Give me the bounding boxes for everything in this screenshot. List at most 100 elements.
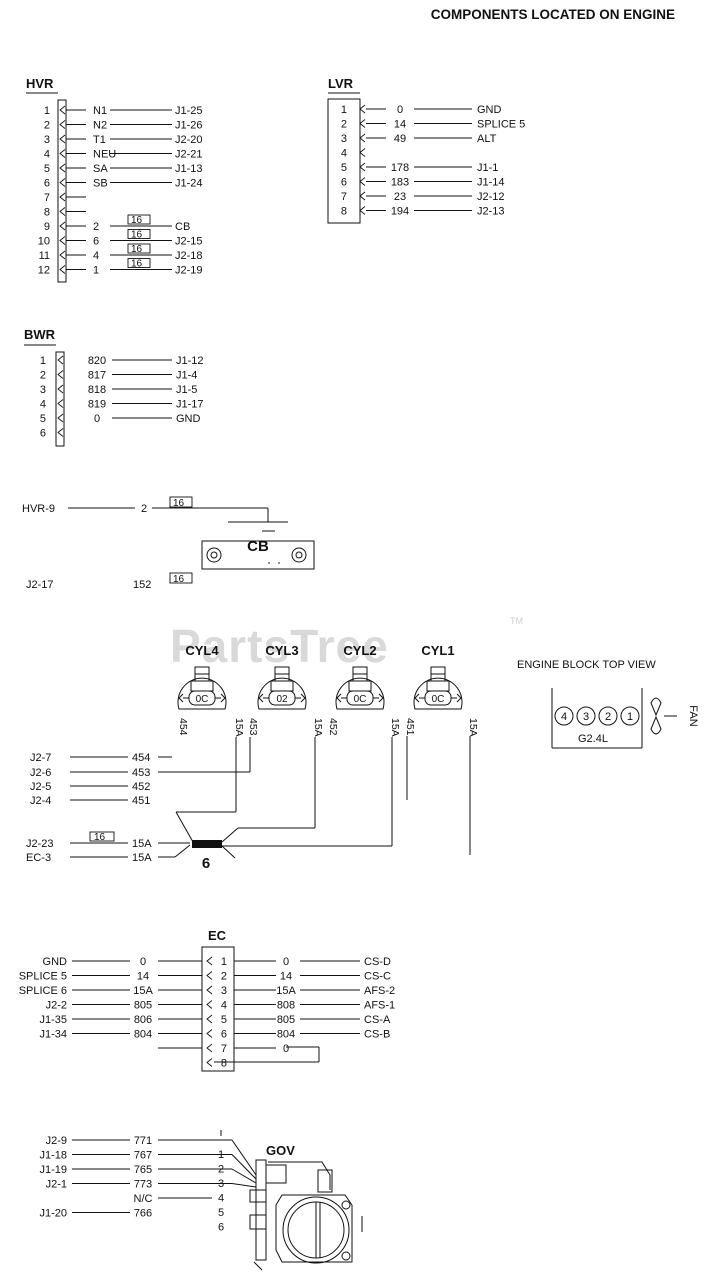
pin-terminal-icon (57, 370, 64, 379)
hvr-gauge-label: 16 (131, 244, 143, 255)
hvr-destination: J1-25 (175, 105, 203, 117)
engine-cylinder-number: 4 (561, 711, 567, 723)
engine-cylinder-icon (554, 706, 574, 726)
cb-terminal-left (206, 547, 222, 563)
lvr-destination: J1-14 (477, 177, 505, 189)
watermark: PartsTree (170, 620, 389, 672)
coil-ref-label: J2-6 (30, 767, 51, 779)
gov-wire-label: 765 (134, 1164, 152, 1176)
lvr-pin-number: 4 (341, 148, 347, 160)
gov-ref-label: J1-18 (39, 1150, 67, 1162)
bwr-destination: J1-12 (176, 355, 204, 367)
lvr-destination: ALT (477, 133, 497, 145)
ec-right-ref: CS-C (364, 971, 391, 983)
pin-terminal-icon (59, 149, 66, 158)
pin-terminal-icon (59, 134, 66, 144)
pin-terminal-icon (59, 105, 66, 115)
hvr-pin-number: 11 (39, 250, 50, 262)
pin-terminal-icon (359, 104, 366, 114)
ec-right-ref: CS-B (364, 1029, 390, 1041)
coil-ref-wire: 454 (132, 752, 150, 764)
ec-right-ref: CS-D (364, 956, 391, 968)
ec-pin-number: 8 (221, 1058, 227, 1070)
pin-terminal-icon (359, 206, 366, 215)
pin-terminal-icon (206, 971, 213, 980)
bwr-destination: GND (176, 413, 201, 425)
lvr-wire-label: 23 (394, 191, 406, 203)
ec-left-wire: 804 (134, 1029, 152, 1041)
gov-actuator (317, 1169, 333, 1193)
pin-terminal-icon (59, 265, 66, 274)
ec-left-ref: SPLICE 6 (19, 985, 67, 997)
hvr-destination: J1-24 (175, 178, 203, 190)
pin-terminal-icon (59, 120, 66, 129)
gov-wire-label: 771 (134, 1135, 152, 1147)
lvr-destination: J1-1 (477, 162, 498, 174)
bwr-pin-number: 6 (40, 428, 46, 440)
bwr-destination: J1-5 (176, 384, 197, 396)
ec-right-wire: 804 (277, 1029, 295, 1041)
hvr-wire-label: T1 (93, 134, 106, 146)
cylinder-label: CYL2 (343, 643, 376, 658)
gov-wire-label: N/C (134, 1193, 153, 1205)
watermark-tm: TM (510, 616, 523, 626)
hvr-destination: J1-13 (175, 163, 203, 175)
pin-terminal-icon (57, 355, 64, 365)
ec-pin-number: 2 (221, 971, 227, 983)
lvr-wire-label: 178 (391, 162, 409, 174)
ec-pin-number: 4 (221, 1000, 227, 1012)
cylinder-label: CYL4 (185, 643, 219, 658)
coil-plug-label: 02 (276, 694, 288, 705)
pin-terminal-icon (57, 428, 64, 437)
fan-label: FAN (687, 705, 699, 726)
bwr-pin-number: 1 (40, 355, 46, 367)
bwr-destination: J1-17 (176, 399, 204, 411)
ec-left-ref: J1-34 (39, 1029, 67, 1041)
cb-gauge-top: 16 (173, 498, 185, 509)
hvr-block (57, 99, 67, 283)
hvr-gauge-label: 16 (131, 259, 143, 270)
hvr-gauge-label: 16 (131, 215, 143, 226)
pin-terminal-icon (57, 384, 64, 394)
pin-terminal-icon (57, 413, 64, 423)
cylinder-label: CYL3 (265, 643, 298, 658)
hvr-destination: CB (175, 221, 190, 233)
pin-terminal-icon (59, 250, 66, 260)
hvr-wire-label: 4 (93, 250, 99, 262)
ec-left-wire: 14 (137, 971, 149, 983)
ec-pin-number: 7 (221, 1043, 227, 1055)
pin-terminal-icon (359, 191, 366, 201)
pin-terminal-icon (206, 956, 213, 966)
coil-ref-wire: 452 (132, 781, 150, 793)
bwr-pin-number: 4 (40, 399, 46, 411)
pin-terminal-icon (359, 119, 366, 128)
pin-terminal-icon (59, 221, 66, 231)
coil-wire-label: 454 (177, 718, 189, 736)
cb-wire-top: 2 (141, 503, 147, 515)
hvr-pin-number: 2 (44, 120, 50, 132)
engine-model: G2.4L (578, 733, 608, 745)
pin-terminal-icon (206, 985, 213, 995)
pin-terminal-icon (59, 163, 66, 173)
ec-block (201, 946, 235, 1072)
coil-wire-label: 15A (233, 718, 245, 737)
lvr-wire-label: 183 (391, 177, 409, 189)
lvr-title: LVR (328, 76, 354, 91)
coil-housing (413, 677, 463, 710)
gov-ref-label: J2-1 (46, 1179, 67, 1191)
ec-left-ref: J1-35 (39, 1014, 67, 1026)
coil-ref-wire: 453 (132, 767, 150, 779)
gov-wire-label: 766 (134, 1208, 152, 1220)
lvr-pin-number: 1 (341, 104, 347, 116)
splice-ref-label: EC-3 (26, 852, 51, 864)
coil-housing (335, 677, 385, 710)
cb-wire-bottom: 152 (133, 579, 151, 591)
ec-right-wire: 0 (283, 1043, 289, 1055)
lvr-destination: SPLICE 5 (477, 119, 525, 131)
gov-bracket (255, 1159, 267, 1261)
